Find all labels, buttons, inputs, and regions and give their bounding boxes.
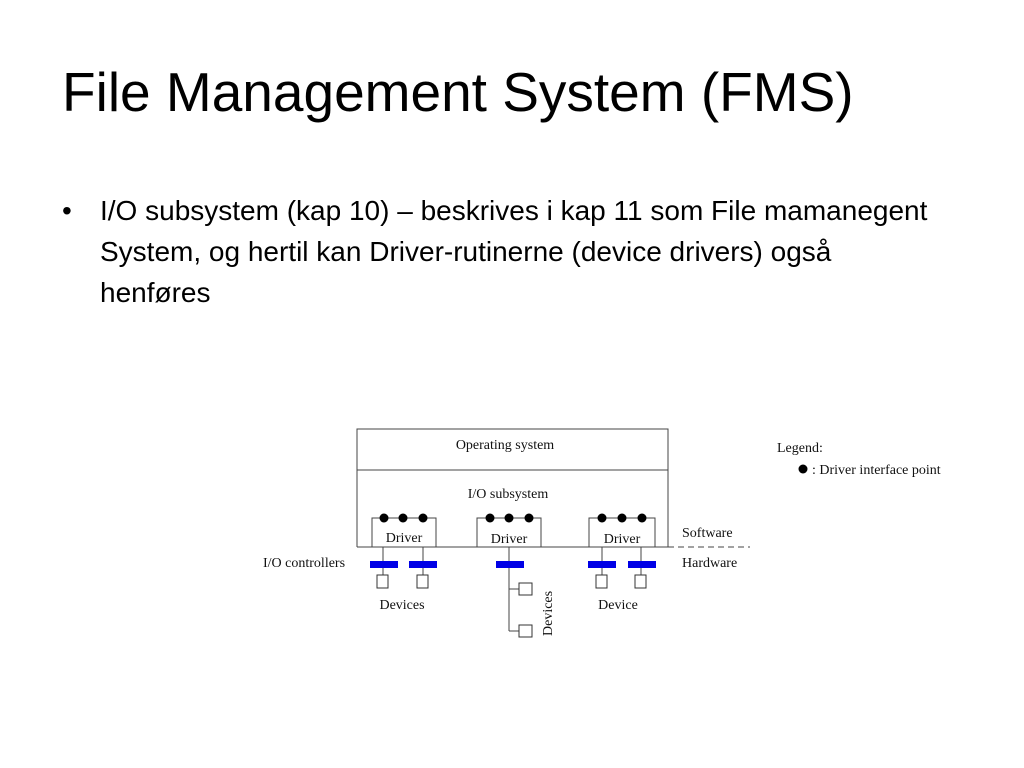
legend-item: : Driver interface point xyxy=(812,463,941,478)
io-subsystem-label: I/O subsystem xyxy=(468,487,549,502)
driver-interface-points xyxy=(379,513,647,523)
driver-interface-point xyxy=(617,513,627,523)
io-controller xyxy=(370,561,398,568)
hardware-label: Hardware xyxy=(682,556,737,571)
software-label: Software xyxy=(682,526,733,541)
io-controller xyxy=(628,561,656,568)
device-label-right: Device xyxy=(598,598,638,613)
driver-label: Driver xyxy=(491,532,528,547)
legend-dot-icon xyxy=(798,464,808,474)
driver-interface-point xyxy=(524,513,534,523)
driver-label: Driver xyxy=(386,531,423,546)
controller-links xyxy=(382,547,642,561)
io-controller xyxy=(496,561,524,568)
driver-interface-point xyxy=(597,513,607,523)
device-icon xyxy=(416,574,429,589)
driver-interface-point xyxy=(637,513,647,523)
device-icon xyxy=(376,574,389,589)
bullet-marker: • xyxy=(62,195,72,226)
device-icon xyxy=(595,574,608,589)
device-icon xyxy=(518,582,533,596)
driver-label: Driver xyxy=(604,532,641,547)
driver-interface-point xyxy=(418,513,428,523)
bullet-item: • I/O subsystem (kap 10) – beskrives i k… xyxy=(62,190,942,313)
device-icons xyxy=(376,574,647,638)
device-icon xyxy=(634,574,647,589)
bullet-list: • I/O subsystem (kap 10) – beskrives i k… xyxy=(62,190,942,313)
devices-label-middle: Devices xyxy=(541,591,556,636)
driver-interface-point xyxy=(504,513,514,523)
io-controller xyxy=(409,561,437,568)
driver-interface-point xyxy=(379,513,389,523)
io-controllers xyxy=(370,561,656,568)
io-controller xyxy=(588,561,616,568)
legend-title: Legend: xyxy=(777,441,823,456)
driver-interface-point xyxy=(398,513,408,523)
device-links xyxy=(382,568,642,632)
devices-label-left: Devices xyxy=(379,598,424,613)
driver-interface-point xyxy=(485,513,495,523)
device-icon xyxy=(518,624,533,638)
io-controllers-label: I/O controllers xyxy=(263,556,345,571)
operating-system-label: Operating system xyxy=(456,438,554,453)
operating-system-box xyxy=(356,428,669,471)
slide-title: File Management System (FMS) xyxy=(62,61,854,123)
bullet-text: I/O subsystem (kap 10) – beskrives i kap… xyxy=(100,195,928,308)
